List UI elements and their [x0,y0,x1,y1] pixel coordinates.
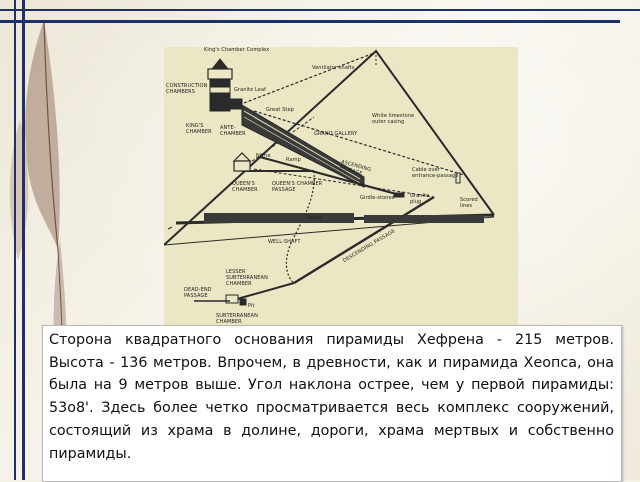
label-granite-plug: Granite plug [410,193,430,205]
top-rule-lower [0,20,620,23]
label-ante-chamber: ANTE- CHAMBER [220,125,246,137]
label-grand-gallery: GRAND GALLERY [314,131,358,137]
label-niche: Niche [256,153,271,159]
label-dead-end-passage: DEAD-END PASSAGE [184,287,212,299]
label-subterranean-chamber: SUBTERRANEAN CHAMBER [216,313,258,325]
label-white-limestone: White limestone outer casing [372,113,415,125]
label-queens-chamber: QUEEN'S CHAMBER [232,181,258,193]
top-rule-upper [0,9,640,11]
label-kings-chamber-complex: King's Chamber Complex [204,47,270,53]
left-rule-outer [14,0,16,480]
label-girdle-stones: Girdle-stones [360,195,395,201]
pyramid-cross-section-diagram: King's Chamber Complex Ventilator shafts… [164,47,518,328]
left-rule-inner [22,0,25,480]
label-scored-lines: Scored lines [460,197,478,209]
label-pit: Pit [248,303,255,309]
label-kings-chamber: KING'S CHAMBER [186,123,212,135]
caption-text: Сторона квадратного основания пирамиды Х… [49,332,614,462]
label-cable-over-entrance: Cable over entrance-passage [412,167,459,179]
label-construction-chambers: CONSTRUCTION CHAMBERS [166,83,208,95]
label-queens-chamber-passage: QUEEN'S CHAMBER PASSAGE [272,181,323,193]
label-grotto: Grotto [306,215,323,221]
label-well-shaft: WELL-SHAFT [268,239,301,245]
caption-box: Сторона квадратного основания пирамиды Х… [42,325,622,482]
label-granite-leaf: Granite Leaf [234,87,266,93]
label-lesser-subterranean-chamber: LESSER SUBTERRANEAN CHAMBER [226,269,268,287]
label-ramp: Ramp [286,157,301,163]
pyramid-diagram-svg [164,49,495,306]
label-ventilator-shafts: Ventilator shafts [312,65,355,71]
label-great-step: Great Step [266,107,294,113]
